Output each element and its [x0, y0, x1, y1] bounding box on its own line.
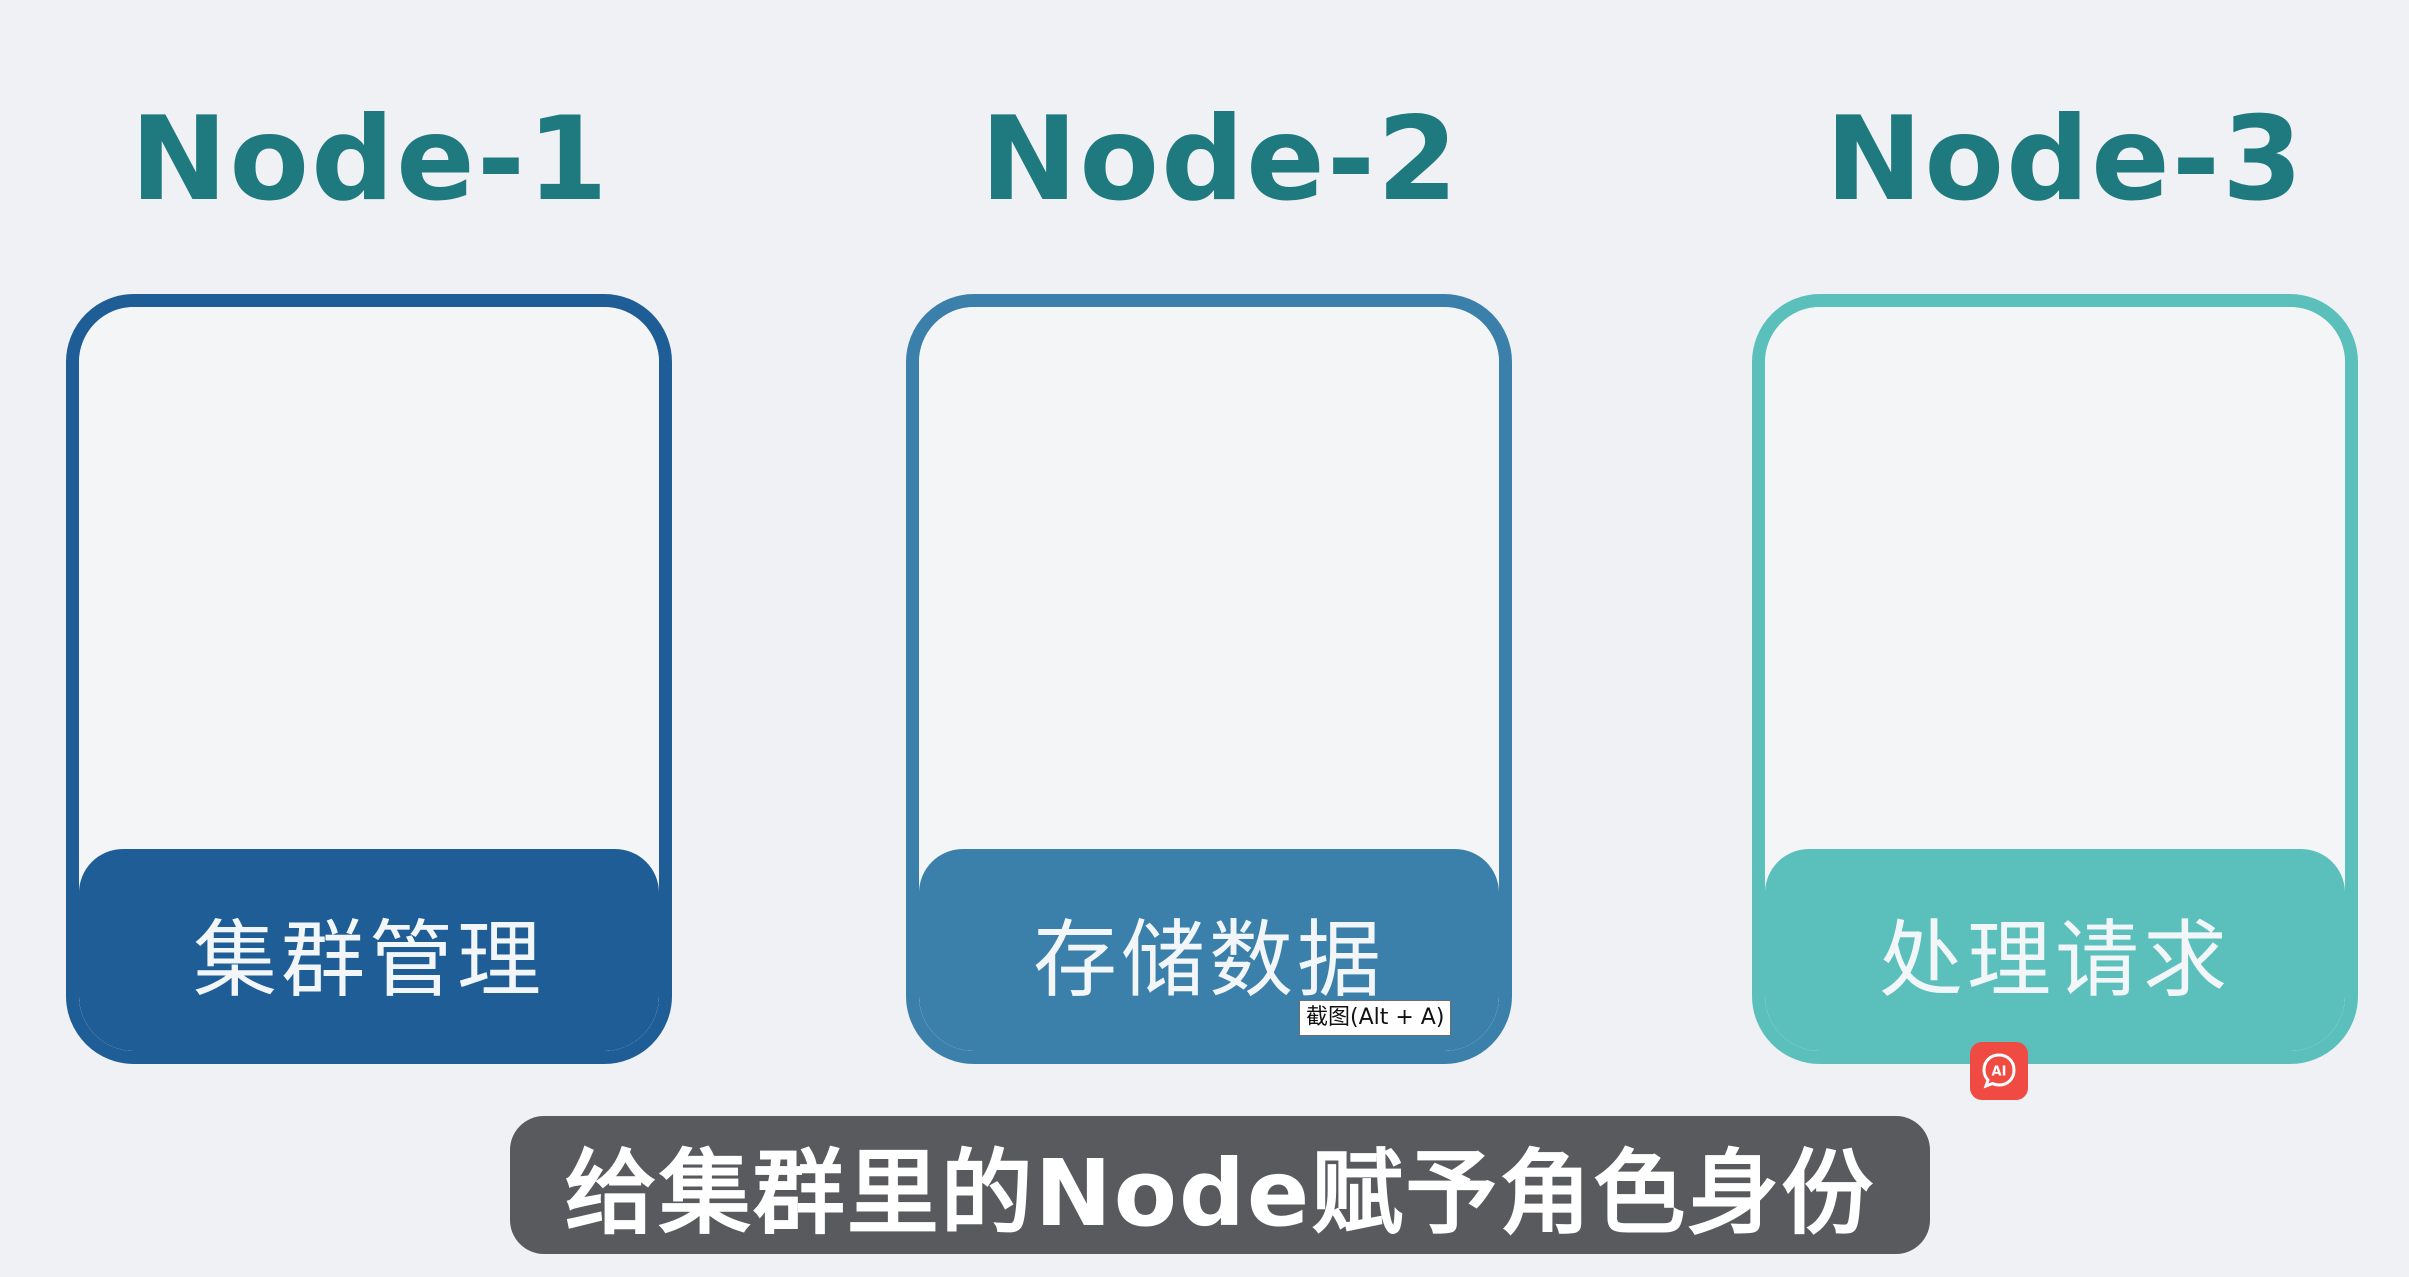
subtitle-caption-text: 给集群里的Node赋予角色身份 [564, 1139, 1876, 1247]
node-1-role-footer: 集群管理 [79, 849, 659, 1051]
node-3-title: Node-3 [1825, 92, 2305, 227]
node-2-card: 存储数据 [906, 294, 1512, 1064]
ai-badge-label: AI [1992, 1065, 2007, 1080]
node-1-card: 集群管理 [66, 294, 672, 1064]
node-3-role-label: 处理请求 [1878, 910, 2231, 1009]
node-2-title: Node-2 [980, 92, 1460, 227]
subtitle-caption: 给集群里的Node赋予角色身份 [510, 1116, 1930, 1254]
screenshot-shortcut-tooltip: 截图(Alt + A) [1299, 1000, 1452, 1036]
node-3-card: 处理请求 [1752, 294, 2358, 1064]
node-3-role-footer: 处理请求 [1765, 849, 2345, 1051]
node-1-title: Node-1 [130, 92, 610, 227]
node-1-role-label: 集群管理 [192, 910, 545, 1009]
ai-assistant-button[interactable]: AI [1970, 1042, 2028, 1100]
node-2-role-label: 存储数据 [1032, 910, 1385, 1009]
ai-chat-icon: AI [1982, 1053, 2016, 1089]
